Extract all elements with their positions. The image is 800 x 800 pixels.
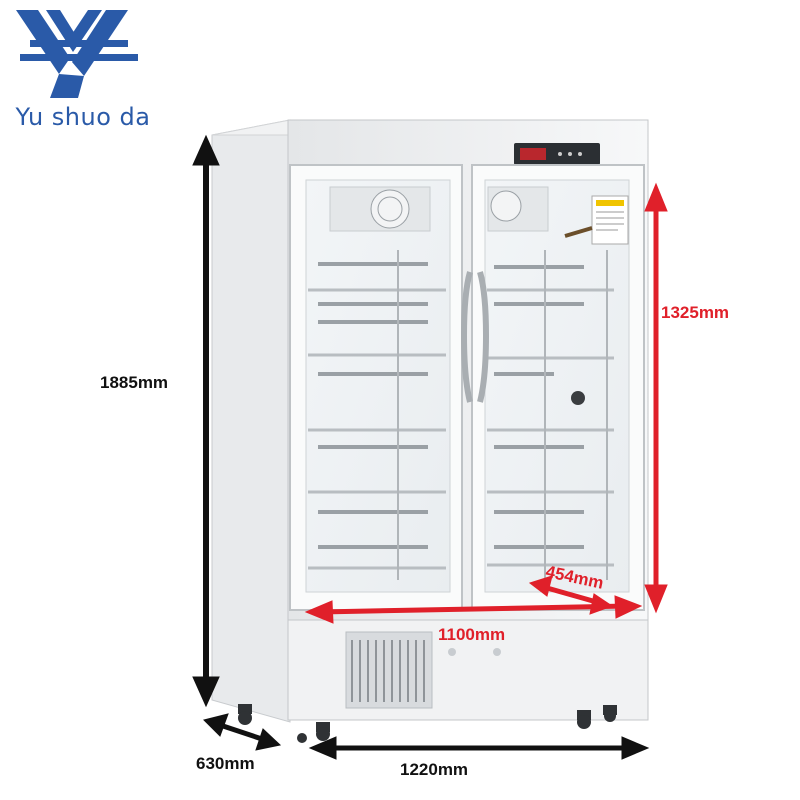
inner-width-label: 1100mm <box>438 625 506 644</box>
brand-name: Yu shuo da <box>15 103 151 131</box>
width-label: 1220mm <box>400 760 469 779</box>
height-label: 1885mm <box>100 373 169 392</box>
brand-logo <box>16 10 138 98</box>
depth-label: 630mm <box>196 754 255 773</box>
inner-height-label: 1325mm <box>661 303 730 322</box>
